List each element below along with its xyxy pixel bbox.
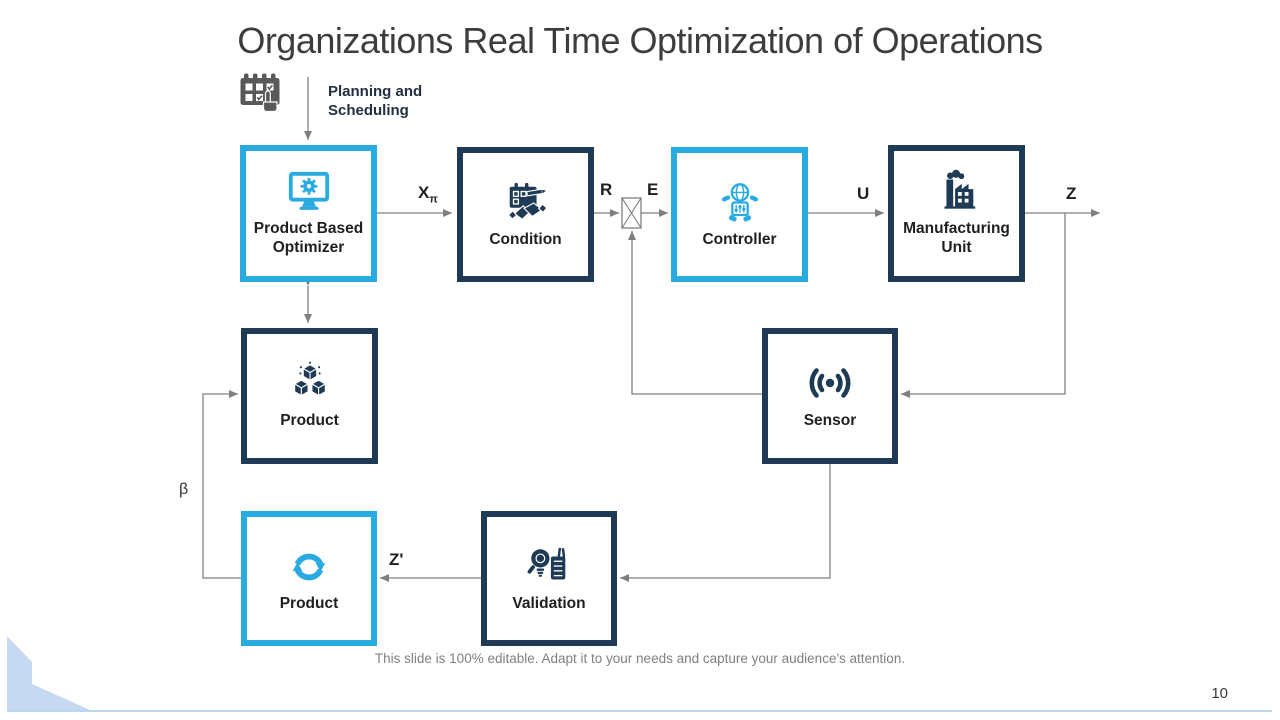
node-label: Sensor — [803, 412, 857, 430]
node-label: Product — [280, 412, 339, 430]
signal-z-prime: Z' — [389, 550, 404, 569]
signal-beta: β — [179, 481, 189, 498]
node-label: Validation — [512, 594, 586, 612]
node-controller[interactable]: Controller — [671, 147, 808, 282]
slide-title: Organizations Real Time Optimization of … — [237, 20, 1043, 61]
planning-scheduling-label: Planning and Scheduling — [328, 83, 423, 120]
node-product-based-optimizer[interactable]: Product Based Optimizer — [240, 145, 377, 282]
agreement-icon — [507, 182, 548, 220]
factory-icon — [944, 169, 975, 209]
signal-icon — [809, 368, 851, 398]
arrow-z-to-sensor — [901, 213, 1066, 398]
arrow-sensor-to-junction — [628, 231, 762, 395]
node-product-bottom[interactable]: Product — [241, 511, 377, 646]
editable-note: This slide is 100% editable. Adapt it to… — [374, 651, 906, 666]
signal-u: U — [857, 184, 870, 203]
node-label: Manufacturing Unit — [903, 220, 1010, 256]
node-validation[interactable]: Validation — [481, 511, 617, 646]
corner-decoration — [7, 636, 1272, 712]
node-label: Product — [279, 594, 339, 612]
cubes-icon — [293, 361, 326, 397]
robot-globe-icon — [721, 182, 758, 222]
node-sensor[interactable]: Sensor — [762, 328, 898, 464]
arrow-beta-feedback — [202, 390, 241, 579]
signal-r: R — [600, 180, 613, 199]
signal-e: E — [647, 180, 659, 199]
monitor-gear-icon — [288, 171, 329, 211]
node-manufacturing-unit[interactable]: Manufacturing Unit — [888, 145, 1025, 282]
page-number: 10 — [1211, 685, 1228, 702]
node-condition[interactable]: Condition — [457, 147, 594, 282]
node-label: Product Based Optimizer — [253, 220, 364, 256]
node-product-top[interactable]: Product — [241, 328, 378, 464]
signal-z: Z — [1066, 184, 1077, 203]
arrow-sensor-to-validation — [620, 464, 831, 582]
calendar-hand-icon — [240, 73, 280, 113]
node-label: Controller — [702, 230, 777, 248]
node-label: Condition — [489, 230, 562, 248]
signal-x: Xπ — [418, 183, 438, 206]
summing-junction — [621, 197, 642, 229]
bulb-book-icon — [527, 547, 566, 580]
sync-icon — [292, 553, 326, 580]
